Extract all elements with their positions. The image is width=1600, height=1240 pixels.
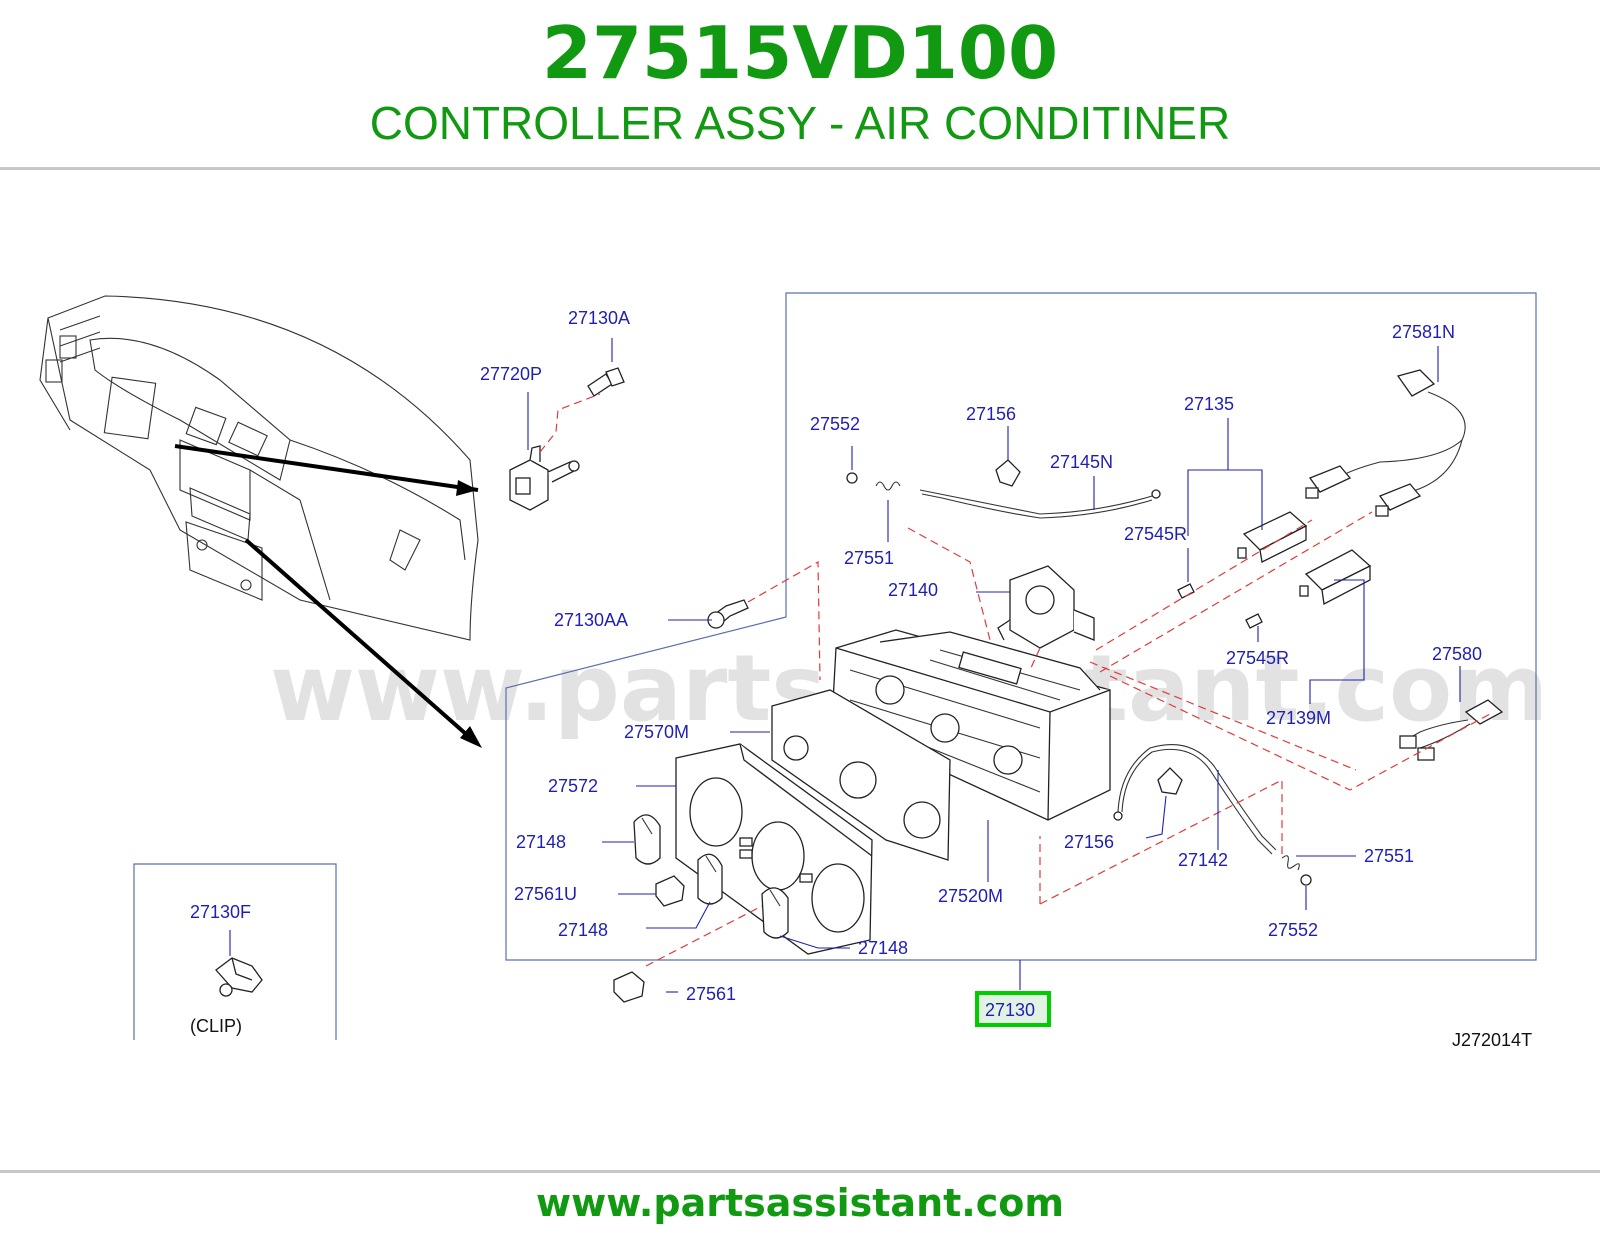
- cap-27552-lower: [1300, 874, 1312, 886]
- website-link[interactable]: www.partsassistant.com: [536, 1181, 1064, 1225]
- label-27520m: 27520M: [938, 886, 1003, 906]
- assembly-lines: [645, 511, 1491, 967]
- part-number: 27515VD100: [541, 11, 1059, 95]
- knob-27148-a: [633, 814, 661, 865]
- clip-27156-upper: [995, 459, 1021, 487]
- label-27130aa: 27130AA: [554, 610, 628, 630]
- label-27130[interactable]: 27130: [985, 1000, 1035, 1020]
- connector-27139m: [1299, 549, 1372, 606]
- harness-27580: [1399, 699, 1504, 761]
- label-27156-lower: 27156: [1064, 832, 1114, 852]
- label-27720p: 27720P: [480, 364, 542, 384]
- label-27148-b: 27148: [558, 920, 608, 940]
- knob-27148-c: [761, 887, 789, 939]
- cable-27142: [1113, 744, 1277, 855]
- label-27581n: 27581N: [1392, 322, 1455, 342]
- part-title: CONTROLLER ASSY - AIR CONDITINER: [369, 97, 1231, 149]
- label-27139m: 27139M: [1266, 708, 1331, 728]
- screw-27130aa: [707, 599, 749, 629]
- label-27130a: 27130A: [568, 308, 630, 328]
- cap-27552-upper: [846, 472, 858, 484]
- label-27545r-lower: 27545R: [1226, 648, 1289, 668]
- plate-27570m: [771, 689, 951, 861]
- label-27552-upper: 27552: [810, 414, 860, 434]
- bulb-27545r-a: [1177, 583, 1195, 599]
- clip-27156-lower: [1157, 767, 1183, 795]
- screw-27130a: [587, 367, 625, 397]
- label-27145n: 27145N: [1050, 452, 1113, 472]
- button-27561: [613, 971, 645, 1003]
- label-27140: 27140: [888, 580, 938, 600]
- harness-27581n: [1305, 369, 1466, 517]
- label-27551-lower: 27551: [1364, 846, 1414, 866]
- connector-27135: [1237, 511, 1308, 563]
- motor-27140: [997, 565, 1095, 649]
- spring-27551-upper: [875, 481, 901, 491]
- dashboard-illustration: [39, 295, 479, 641]
- location-arrows: [174, 444, 482, 748]
- drawing-code: J272014T: [1452, 1030, 1532, 1050]
- label-27135: 27135: [1184, 394, 1234, 414]
- footer-divider: [0, 1170, 1600, 1173]
- label-27148-c: 27148: [858, 938, 908, 958]
- label-27142: 27142: [1178, 850, 1228, 870]
- clip-note: (CLIP): [190, 1016, 242, 1036]
- assembly-line: [539, 393, 601, 453]
- bracket-27720p: [509, 445, 580, 511]
- leader-lines: [229, 338, 1461, 993]
- label-27156-upper: 27156: [966, 404, 1016, 424]
- label-27545r-upper: 27545R: [1124, 524, 1187, 544]
- label-27552-lower: 27552: [1268, 920, 1318, 940]
- button-27561u: [655, 875, 685, 907]
- controller-body-27520m: [831, 629, 1111, 821]
- label-27570m: 27570M: [624, 722, 689, 742]
- label-27572: 27572: [548, 776, 598, 796]
- highlight-box[interactable]: [975, 991, 1051, 1027]
- label-27551-upper: 27551: [844, 548, 894, 568]
- header-divider: [0, 167, 1600, 170]
- cable-27145n: [919, 489, 1161, 519]
- label-27148-a: 27148: [516, 832, 566, 852]
- label-27561: 27561: [686, 984, 736, 1004]
- highlight-27130[interactable]: 27130: [975, 991, 1051, 1027]
- spring-27551-lower: [1281, 855, 1300, 871]
- label-27561u: 27561U: [514, 884, 577, 904]
- finisher-27572: [675, 743, 873, 955]
- label-27580: 27580: [1432, 644, 1482, 664]
- clip-frame: [133, 863, 337, 1040]
- clip-27130f: [215, 957, 263, 997]
- label-27130f: 27130F: [190, 902, 251, 922]
- bulb-27545r-b: [1245, 613, 1263, 629]
- part-labels: 27130A 27720P 27552 27156 27135 27581N 2…: [190, 308, 1532, 1050]
- knob-27148-b: [697, 853, 723, 905]
- page-header: 27515VD100 CONTROLLER ASSY - AIR CONDITI…: [0, 0, 1600, 168]
- assembly-frame: [505, 292, 1537, 961]
